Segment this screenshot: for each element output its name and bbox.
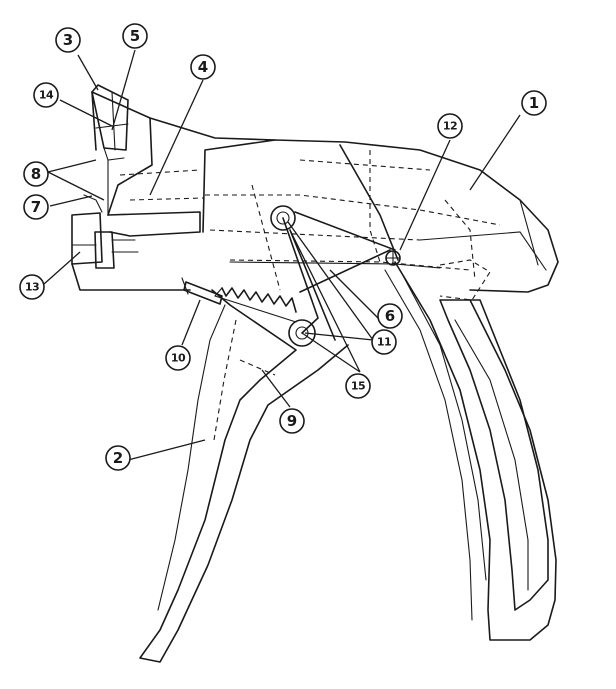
callout-7-label: 7 <box>31 198 41 216</box>
callout-5-label: 5 <box>130 27 140 45</box>
callout-1-label: 1 <box>529 94 539 112</box>
callout-11-label: 11 <box>377 336 391 349</box>
callout-1: 1 <box>521 90 547 116</box>
callout-10: 10 <box>165 345 191 371</box>
callout-15: 15 <box>345 373 371 399</box>
callout-10-label: 10 <box>171 352 186 365</box>
lower-handle <box>139 289 349 663</box>
callout-11: 11 <box>371 329 397 355</box>
callout-3: 3 <box>55 27 81 53</box>
pivot-pins <box>270 205 401 347</box>
leader-lines <box>43 49 521 461</box>
jaw-head <box>91 84 204 237</box>
callout-4: 4 <box>190 54 216 80</box>
callout-6: 6 <box>377 303 403 329</box>
callout-3-label: 3 <box>63 31 73 49</box>
spring <box>214 287 297 323</box>
callout-6-label: 6 <box>385 307 395 325</box>
callout-15-label: 15 <box>351 380 365 393</box>
callout-4-label: 4 <box>198 58 208 76</box>
callout-14-label: 14 <box>39 89 54 102</box>
callout-9-label: 9 <box>287 412 297 430</box>
callout-13: 13 <box>19 274 45 300</box>
callout-8-label: 8 <box>31 165 41 183</box>
callout-5: 5 <box>122 23 148 49</box>
callout-9: 9 <box>279 408 305 434</box>
die-block <box>71 194 191 291</box>
adjust-bolt <box>181 277 223 305</box>
callout-12-label: 12 <box>443 120 457 133</box>
body-frame <box>91 91 559 301</box>
callout-2: 2 <box>105 445 131 471</box>
link-plate <box>229 211 441 341</box>
callout-8: 8 <box>23 161 49 187</box>
callout-2-label: 2 <box>113 449 123 467</box>
upper-handle <box>384 261 557 641</box>
callout-12: 12 <box>437 113 463 139</box>
callout-7: 7 <box>23 194 49 220</box>
callout-14: 14 <box>33 82 59 108</box>
callout-13-label: 13 <box>25 281 39 294</box>
